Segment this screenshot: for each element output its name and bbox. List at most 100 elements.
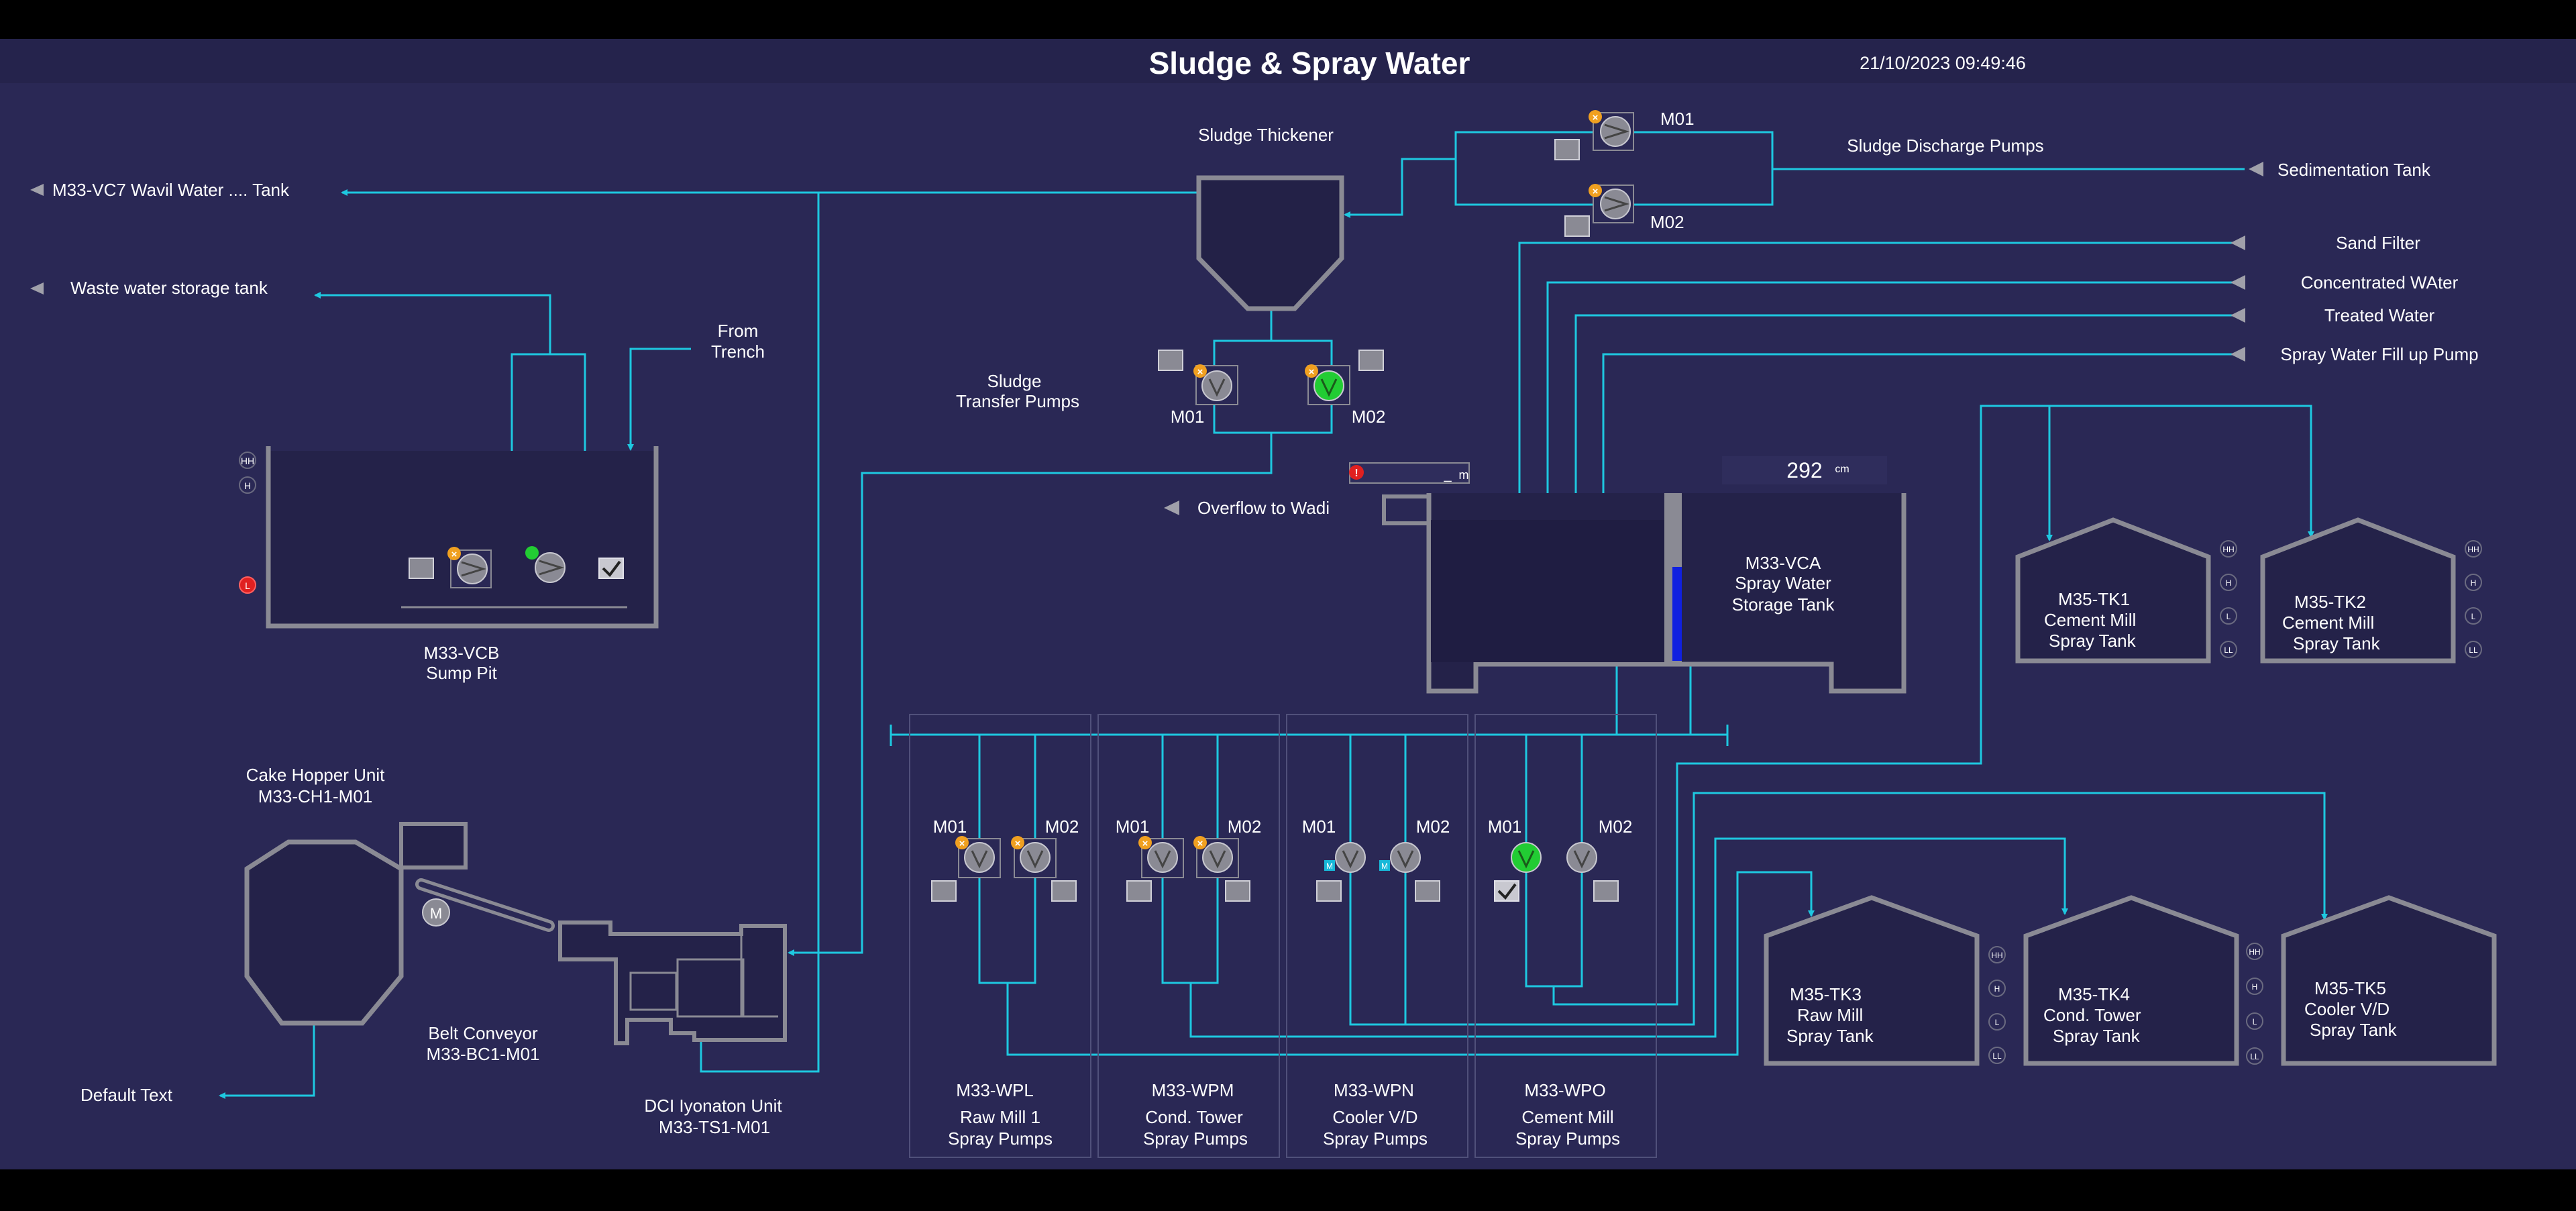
mode-button[interactable] (1593, 880, 1619, 902)
source-fillup-label: Spray Water Fill up Pump (2280, 344, 2478, 364)
storage-tank-name-3: Storage Tank (1732, 594, 1835, 615)
wpl-code: M33-WPL (956, 1080, 1034, 1100)
level-bar-fill (1672, 567, 1682, 661)
mode-button[interactable] (1415, 880, 1440, 902)
svg-text:Spray Tank: Spray Tank (2049, 631, 2137, 651)
fault-icon (955, 836, 969, 849)
svg-text:L: L (1995, 1018, 2000, 1027)
spray-tank-tk1[interactable]: M35-TK1 Cement Mill Spray Tank (2015, 517, 2211, 664)
svg-text:×: × (451, 549, 458, 560)
fault-icon (447, 547, 461, 560)
wpo-pump-m02[interactable] (1566, 842, 1597, 873)
sump-pump-2[interactable] (525, 546, 566, 583)
sump-pit-name-2: Sump Pit (426, 663, 497, 683)
dci-unit[interactable] (558, 920, 787, 1045)
svg-text:LL: LL (2469, 645, 2478, 655)
svg-text:H: H (2226, 578, 2232, 588)
conveyor-motor-icon[interactable]: M (422, 898, 450, 927)
svg-text:HH: HH (2467, 545, 2479, 554)
transfer-m02-label: M02 (1352, 407, 1386, 427)
mode-button[interactable] (931, 880, 957, 902)
spray-tank-tk2[interactable]: M35-TK2 Cement Mill Spray Tank (2260, 517, 2456, 664)
sump-pit-name-1: M33-VCB (424, 643, 500, 663)
wpm-pump-m02[interactable]: × (1193, 836, 1239, 878)
svg-text:Spray Tank: Spray Tank (2293, 633, 2381, 653)
wpm-code: M33-WPM (1152, 1080, 1234, 1100)
mode-button[interactable] (1564, 215, 1590, 237)
cake-hopper-name-1: Cake Hopper Unit (246, 765, 385, 785)
arrow-left-icon (2249, 162, 2263, 176)
svg-text:Cement Mill: Cement Mill (2282, 613, 2374, 633)
sludge-thickener[interactable] (1196, 175, 1344, 311)
low-level-alarm-icon (239, 576, 256, 594)
wpo-line1: Cement Mill (1521, 1107, 1613, 1127)
level-value: 292 (1786, 458, 1822, 482)
spray-tank-tk5[interactable]: M35-TK5 Cooler V/D Spray Tank (2281, 895, 2497, 1066)
wpn-pump-m01[interactable]: M (1324, 842, 1366, 873)
svg-text:HH: HH (2249, 947, 2260, 957)
mode-button[interactable] (1225, 880, 1250, 902)
svg-text:×: × (1593, 186, 1599, 197)
sump-pump-1[interactable]: × (447, 547, 492, 588)
wpo-pump-m01[interactable] (1511, 842, 1542, 873)
svg-text:×: × (1142, 838, 1148, 849)
source-labels: Sedimentation Tank Sand Filter Concentra… (2231, 160, 2479, 364)
arrow-left-icon (2231, 275, 2245, 290)
svg-text:L: L (2471, 612, 2476, 621)
trench-label-1: From (718, 321, 759, 341)
mode-button[interactable] (409, 558, 434, 579)
fault-icon (1011, 836, 1024, 849)
level-badges-tk1: HH H L LL (2220, 540, 2237, 658)
transfer-pump-m01[interactable]: × (1193, 364, 1238, 405)
mode-button[interactable] (1358, 350, 1384, 371)
svg-text:Spray Tank: Spray Tank (2310, 1020, 2398, 1040)
pump-group-wpn (1286, 714, 1468, 1158)
svg-text:Spray Tank: Spray Tank (1786, 1026, 1874, 1046)
transfer-pump-m02[interactable]: × (1305, 364, 1350, 405)
arrow-left-icon (2231, 347, 2245, 362)
wpn-pump-m02[interactable]: M (1379, 842, 1421, 873)
wpn-code: M33-WPN (1334, 1080, 1414, 1100)
transfer-title-1: Sludge (987, 371, 1042, 391)
mode-button[interactable] (1554, 139, 1580, 160)
maintenance-icon (1324, 860, 1335, 871)
storage-tank-name-1: M33-VCA (1746, 553, 1821, 573)
discharge-m02-label: M02 (1650, 212, 1684, 232)
sump-pit[interactable] (266, 446, 659, 629)
spray-tank-tk4[interactable]: M35-TK4 Cond. Tower Spray Tank (2023, 895, 2239, 1066)
svg-text:M: M (1326, 861, 1333, 871)
spray-tank-tk3[interactable]: M35-TK3 Raw Mill Spray Tank (1764, 895, 1980, 1066)
belt-conveyor-name-2: M33-BC1-M01 (426, 1044, 539, 1064)
mode-button[interactable] (1051, 880, 1077, 902)
level-badges-tk4: HH H L LL (2246, 943, 2263, 1065)
svg-text:LL: LL (2250, 1052, 2259, 1061)
gauge-unit: m (1459, 468, 1469, 482)
wpo-m02-label: M02 (1599, 817, 1633, 837)
wpm-m01-label: M01 (1116, 817, 1150, 837)
dci-name-1: DCI Iyonaton Unit (644, 1096, 782, 1116)
svg-text:HH: HH (2222, 545, 2234, 554)
svg-text:L: L (2253, 1017, 2257, 1026)
wpm-pump-m01[interactable]: × (1138, 836, 1184, 878)
mode-button[interactable] (1158, 350, 1183, 371)
mode-button[interactable] (1316, 880, 1342, 902)
level-gauge-field[interactable] (1349, 462, 1470, 484)
level-badges-tk3: HH H L LL (1988, 946, 2006, 1064)
cake-hopper[interactable] (244, 822, 468, 1026)
svg-text:M35-TK5: M35-TK5 (2314, 978, 2386, 998)
running-icon (525, 546, 539, 560)
wpl-pump-m01[interactable]: × (955, 836, 1001, 878)
belt-conveyor[interactable] (415, 878, 555, 932)
mode-button[interactable] (1126, 880, 1152, 902)
discharge-pump-m02[interactable]: × (1589, 184, 1634, 223)
source-treated-label: Treated Water (2324, 305, 2435, 325)
svg-text:LL: LL (1992, 1051, 2002, 1061)
wpl-pump-m02[interactable]: × (1011, 836, 1057, 878)
svg-text:!: ! (1354, 468, 1358, 479)
discharge-pump-m01[interactable]: × (1589, 110, 1634, 151)
wpo-m01-label: M01 (1488, 817, 1522, 837)
fault-icon (1193, 836, 1207, 849)
pump-group-wpl (909, 714, 1091, 1158)
wpn-m01-label: M01 (1302, 817, 1336, 837)
